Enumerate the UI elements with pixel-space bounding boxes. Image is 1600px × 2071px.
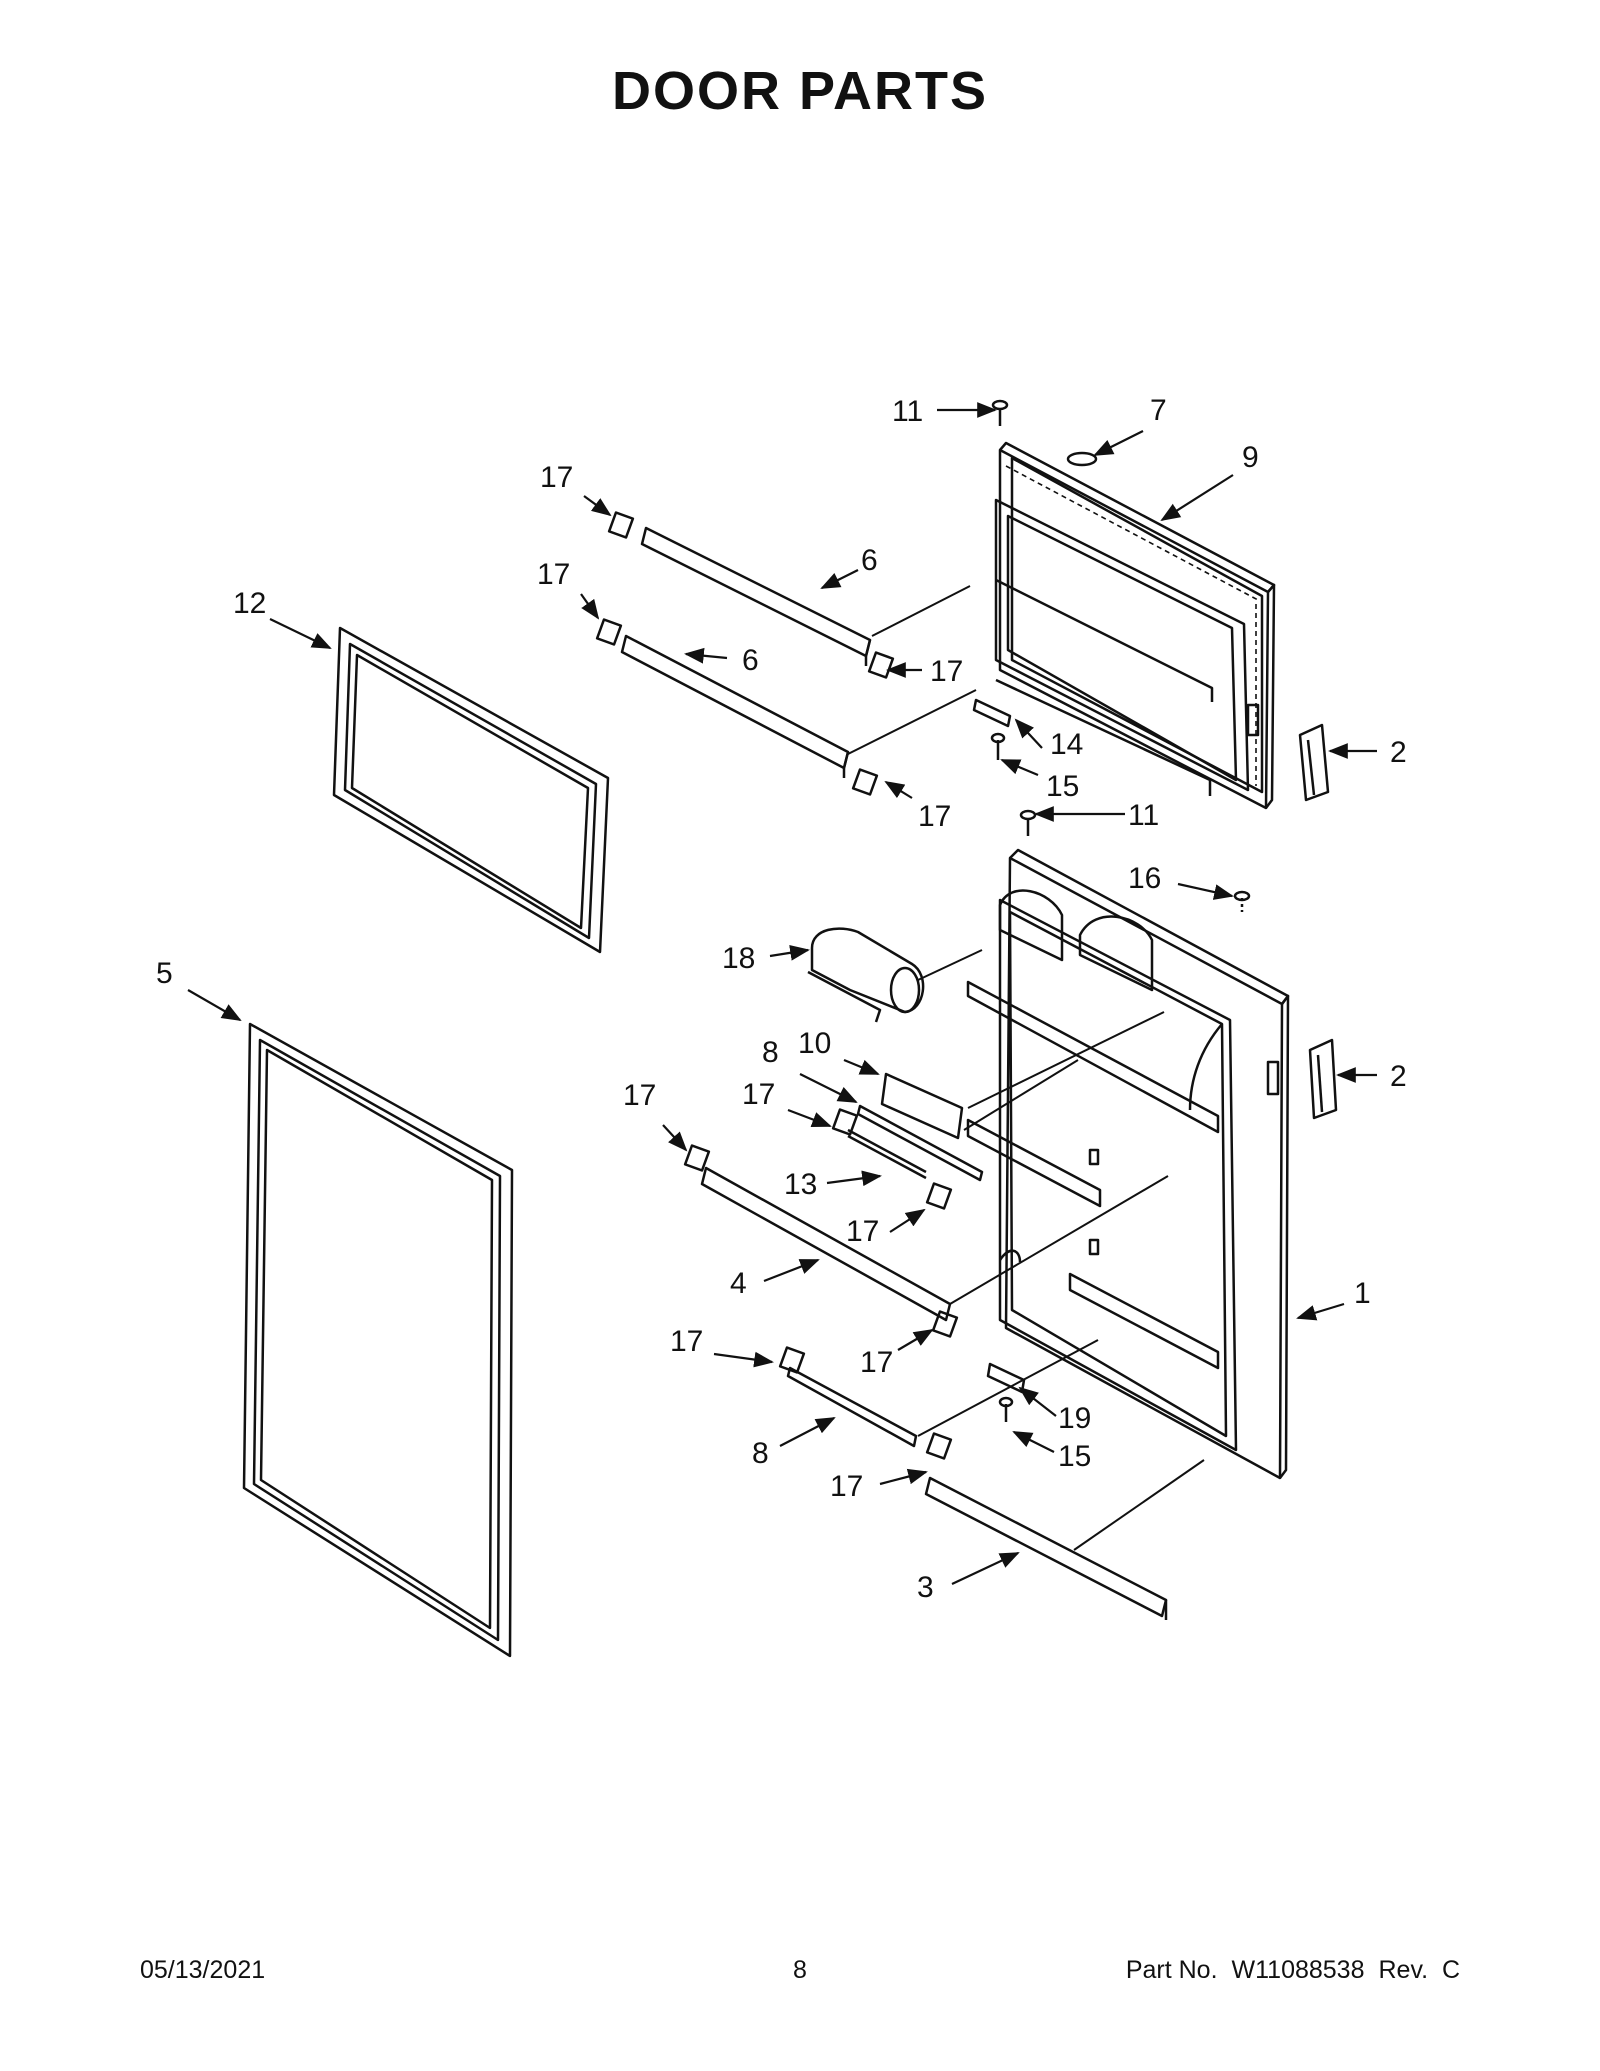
freezer-gasket-part	[332, 626, 610, 954]
callout-arrows	[187, 402, 1377, 1585]
callout-label: 17	[742, 1078, 775, 1111]
callout-label: 7	[1150, 394, 1167, 427]
callout-label: 2	[1390, 1060, 1407, 1093]
freezer-hinge-part	[972, 698, 1012, 728]
assembly-leader-lines	[847, 585, 1205, 1551]
callout-label: 17	[537, 558, 570, 591]
callout-numbers: 11 7 9 17 17 6 6 12 17 17 14 15 2 11 16 …	[156, 394, 1407, 1604]
callout-label: 5	[156, 957, 173, 990]
rod-part	[847, 1128, 927, 1180]
butter-compartment-part	[807, 927, 925, 1023]
freezer-rail-lower-part	[620, 634, 850, 778]
fresh-food-rail-part	[700, 1166, 952, 1322]
part-number-label: Part No.	[1125, 1956, 1218, 1984]
rail-part-lower	[786, 1366, 918, 1448]
callout-label: 17	[860, 1346, 893, 1379]
callout-label: 17	[930, 655, 963, 688]
page-title: DOOR PARTS	[611, 61, 988, 121]
callout-label: 6	[742, 644, 759, 677]
callout-label: 17	[670, 1325, 703, 1358]
fresh-food-gasket-part	[242, 1022, 514, 1658]
callout-label: 17	[846, 1215, 879, 1248]
plug-part	[1066, 451, 1098, 467]
callout-label: 14	[1050, 728, 1083, 761]
rail-part-upper	[856, 1104, 984, 1182]
callout-label: 13	[784, 1168, 817, 1201]
freezer-door-gasket-edge	[1005, 465, 1259, 786]
callout-label: 3	[917, 1571, 934, 1604]
callout-label: 17	[918, 800, 951, 833]
callout-label: 12	[233, 587, 266, 620]
freezer-door-part	[994, 441, 1276, 810]
callout-label: 4	[730, 1267, 747, 1300]
bottom-hinge-part	[986, 1362, 1026, 1394]
callout-label: 11	[892, 395, 923, 428]
freezer-handle-part	[1298, 723, 1330, 802]
callout-label: 2	[1390, 736, 1407, 769]
callout-label: 19	[1058, 1402, 1091, 1435]
footer-page-number: 8	[793, 1956, 807, 1984]
callout-label: 1	[1354, 1277, 1371, 1310]
retainer-part	[880, 1072, 964, 1140]
rail-end-cap-parts	[595, 511, 959, 1460]
part-number-value: W11088538	[1231, 1956, 1365, 1984]
callout-label: 11	[1128, 799, 1159, 832]
callout-label: 9	[1242, 441, 1259, 474]
callout-label: 17	[540, 461, 573, 494]
callout-label: 10	[798, 1027, 831, 1060]
footer-part-number: Part No. W11088538 Rev. C	[1112, 1956, 1460, 1985]
fresh-food-handle-part	[1308, 1038, 1338, 1120]
callout-label: 16	[1128, 862, 1161, 895]
callout-label: 17	[623, 1079, 656, 1112]
revision-label: Rev. C	[1378, 1956, 1461, 1984]
callout-label: 15	[1046, 770, 1079, 803]
freezer-rail-upper-part	[640, 526, 872, 666]
fresh-food-door-part	[966, 848, 1290, 1480]
callout-label: 8	[752, 1437, 769, 1470]
bottom-trim-part	[924, 1476, 1168, 1620]
callout-label: 17	[830, 1470, 863, 1503]
callout-label: 15	[1058, 1440, 1091, 1473]
callout-label: 8	[762, 1036, 779, 1069]
footer-date: 05/13/2021	[140, 1956, 266, 1984]
callout-label: 6	[861, 544, 878, 577]
callout-label: 18	[722, 942, 755, 975]
